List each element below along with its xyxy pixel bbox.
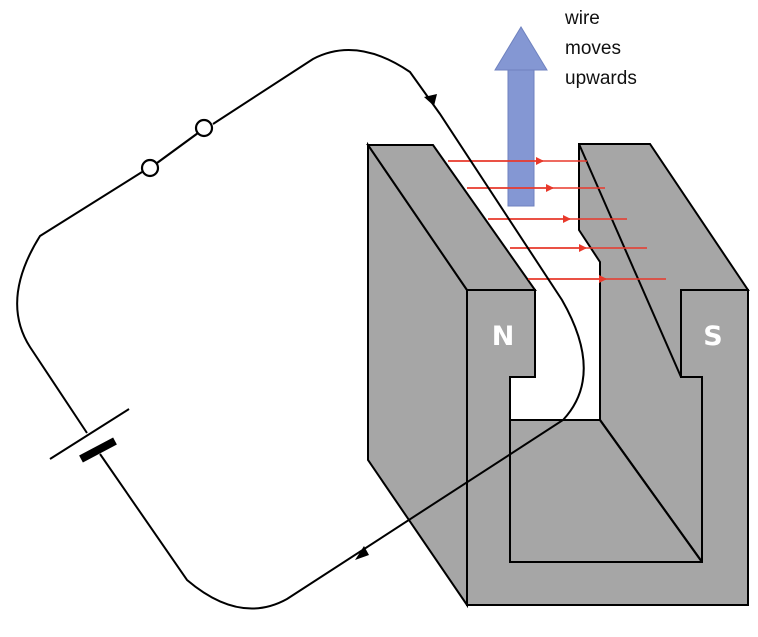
caption-line: wire (565, 8, 600, 29)
switch-icon[interactable] (140, 118, 214, 178)
current-direction-arrow-icon (355, 546, 369, 560)
motion-caption: wire moves upwards (565, 4, 637, 94)
caption-line: upwards (565, 68, 637, 89)
current-direction-arrow-icon (424, 94, 437, 106)
caption-line: moves (565, 38, 621, 59)
battery-cell-icon (49, 408, 130, 463)
force-arrow-icon (494, 26, 548, 207)
horseshoe-magnet: N S (366, 141, 750, 609)
south-pole-label: S (703, 321, 722, 352)
magnet-front-face (466, 289, 749, 606)
circuit-wire (16, 49, 585, 610)
magnetic-field-lines (448, 157, 666, 283)
north-pole-label: N (492, 321, 515, 352)
